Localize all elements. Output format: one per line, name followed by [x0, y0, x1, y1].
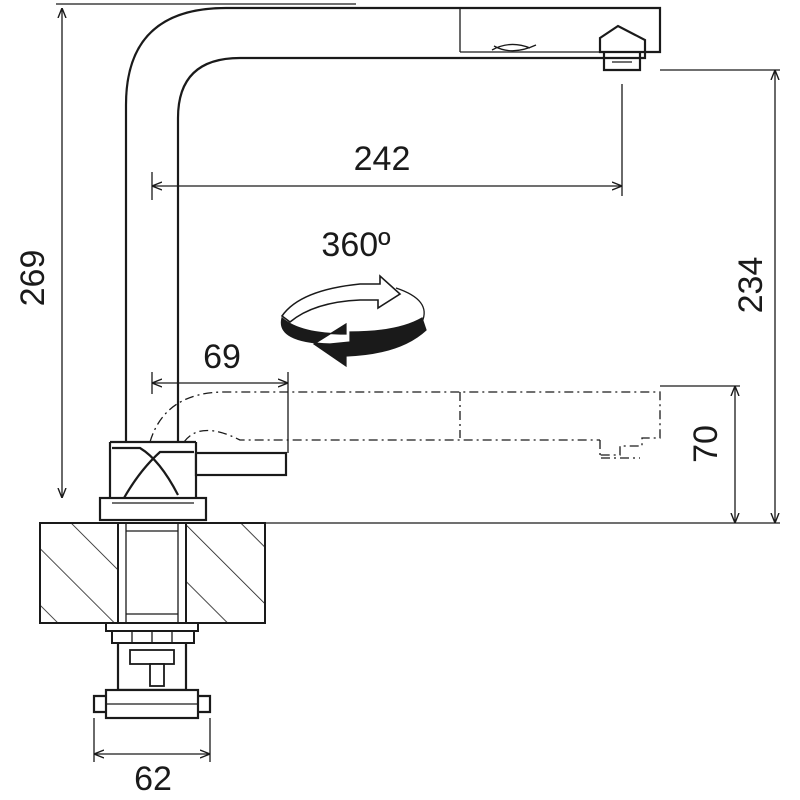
rotation-arrow-icon [280, 274, 427, 368]
lowered-spout-outline [149, 391, 661, 459]
dimension-label-242: 242 [354, 140, 411, 178]
dimension-label-234: 234 [732, 257, 770, 314]
dimension-label-69: 69 [203, 338, 241, 376]
dimension-label-360: 360º [321, 226, 390, 264]
mounting-hardware [92, 622, 212, 720]
dimension-label-62: 62 [134, 760, 172, 798]
dimension-lines [56, 3, 780, 762]
dimension-label-70: 70 [687, 425, 725, 463]
faucet-body [98, 6, 662, 522]
dimension-label-269: 269 [14, 250, 52, 307]
countertop-section [39, 522, 266, 624]
